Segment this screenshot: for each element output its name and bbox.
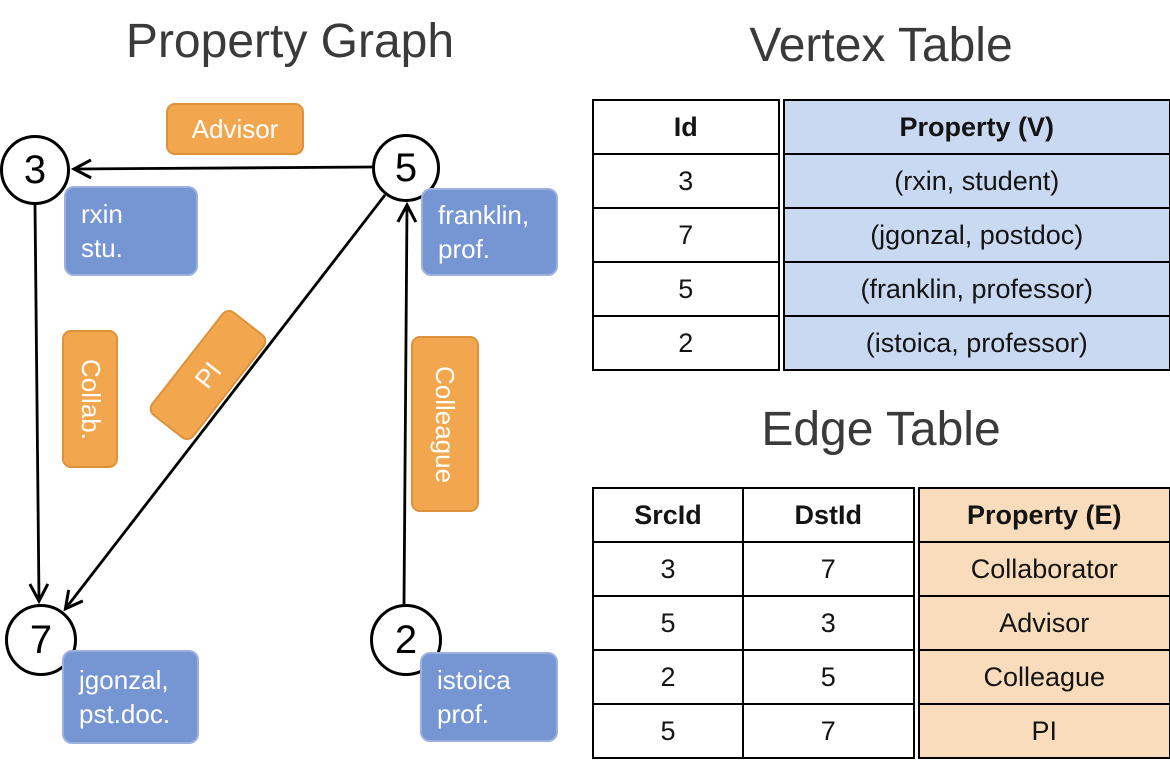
edge-arrow-advisor-5-to-3 — [70, 158, 373, 180]
edge-header-property: Property (E) — [912, 487, 1170, 543]
edge-srcid-cell: 5 — [592, 703, 744, 759]
edge-header-dstid: DstId — [742, 487, 917, 543]
edge-table-header-row: SrcId DstId Property (E) — [592, 487, 1170, 543]
edge-label-colleague: Colleague — [411, 336, 479, 512]
edge-srcid-cell: 2 — [592, 649, 744, 705]
table-row: 2 (istoica, professor) — [592, 315, 1170, 371]
edge-table: SrcId DstId Property (E) 3 7 Collaborato… — [592, 487, 1170, 759]
node-label-line: prof. — [437, 699, 490, 729]
edge-dstid-cell: 3 — [742, 595, 917, 651]
vertex-property-cell: (istoica, professor) — [777, 315, 1170, 371]
node-label-franklin: franklin, prof. — [421, 188, 558, 276]
edge-label-text: PI — [188, 355, 227, 394]
vertex-table-header-row: Id Property (V) — [592, 99, 1170, 155]
edge-property-cell: Advisor — [912, 595, 1170, 651]
node-label-line: franklin, — [438, 199, 530, 230]
vertex-id-cell: 5 — [592, 261, 782, 317]
vertex-header-id: Id — [592, 99, 782, 155]
node-label-line: istoica — [437, 664, 511, 695]
edge-label-text: Colleague — [430, 365, 461, 483]
edge-header-srcid: SrcId — [592, 487, 744, 543]
table-row: 5 7 PI — [592, 703, 1170, 759]
edge-dstid-cell: 7 — [742, 703, 917, 759]
edge-arrow-pi-5-to-7 — [63, 194, 387, 612]
vertex-property-cell: (rxin, student) — [777, 153, 1170, 209]
edge-property-cell: PI — [912, 703, 1170, 759]
table-row: 5 (franklin, professor) — [592, 261, 1170, 317]
edge-arrow-colleague-2-to-5 — [396, 201, 418, 605]
node-label-line: jgonzal, — [79, 664, 169, 695]
edge-label-collab: Collab. — [62, 330, 118, 468]
node-label-istoica: istoica prof. — [420, 652, 558, 742]
edge-label-text: Collab. — [75, 358, 106, 440]
node-label-jgonzal: jgonzal, pst.doc. — [62, 650, 199, 744]
edge-dstid-cell: 5 — [742, 649, 917, 705]
node-circle-3: 3 — [0, 135, 70, 205]
edge-srcid-cell: 5 — [592, 595, 744, 651]
edge-property-cell: Collaborator — [912, 541, 1170, 597]
table-row: 3 (rxin, student) — [592, 153, 1170, 209]
edge-label-text: Advisor — [191, 113, 279, 144]
table-row: 2 5 Colleague — [592, 649, 1170, 705]
node-label-line: pst.doc. — [79, 699, 171, 729]
table-row: 7 (jgonzal, postdoc) — [592, 207, 1170, 263]
table-row: 5 3 Advisor — [592, 595, 1170, 651]
property-graph-title: Property Graph — [125, 15, 455, 68]
node-label-rxin: rxin stu. — [64, 186, 198, 276]
node-id-5: 5 — [394, 145, 418, 190]
vertex-property-cell: (jgonzal, postdoc) — [777, 207, 1170, 263]
vertex-id-cell: 2 — [592, 315, 782, 371]
vertex-id-cell: 7 — [592, 207, 782, 263]
node-circle-2: 2 — [370, 604, 442, 676]
edge-srcid-cell: 3 — [592, 541, 744, 597]
edge-label-advisor: Advisor — [166, 103, 304, 155]
vertex-header-property: Property (V) — [777, 99, 1170, 155]
table-row: 3 7 Collaborator — [592, 541, 1170, 597]
node-label-line: rxin — [81, 198, 123, 229]
edge-arrow-collab-3-to-7 — [28, 204, 50, 605]
edge-table-title: Edge Table — [761, 403, 1001, 456]
vertex-table: Id Property (V) 3 (rxin, student) 7 (jgo… — [592, 99, 1170, 371]
vertex-table-title: Vertex Table — [749, 19, 1013, 72]
vertex-id-cell: 3 — [592, 153, 782, 209]
node-id-2: 2 — [394, 617, 418, 662]
node-id-7: 7 — [29, 617, 53, 662]
node-id-3: 3 — [23, 147, 47, 192]
node-label-line: stu. — [81, 233, 123, 263]
vertex-property-cell: (franklin, professor) — [777, 261, 1170, 317]
node-label-line: prof. — [438, 234, 491, 264]
edge-property-cell: Colleague — [912, 649, 1170, 705]
edge-dstid-cell: 7 — [742, 541, 917, 597]
node-circle-5: 5 — [372, 134, 440, 202]
